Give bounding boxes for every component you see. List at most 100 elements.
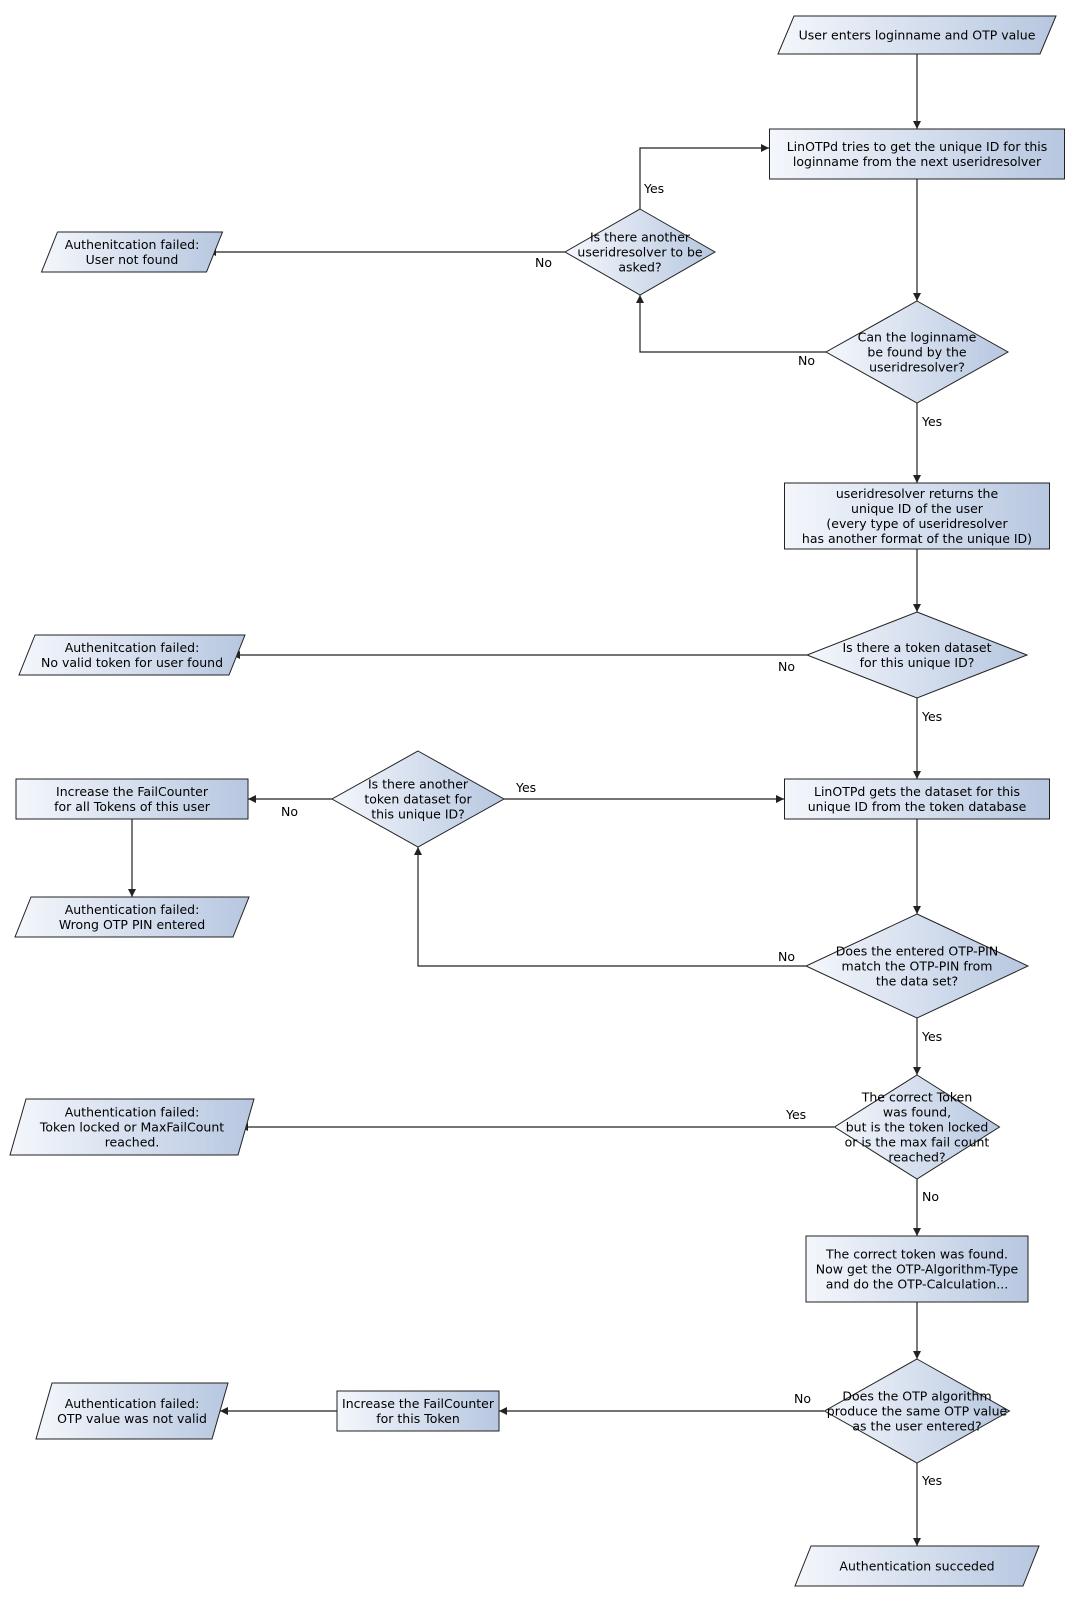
node-text-line: Authenitcation failed: — [65, 237, 200, 252]
node-text-line: Does the OTP algorithm — [842, 1389, 991, 1404]
parallelogram-shape — [18, 634, 246, 676]
node-text-line: User not found — [86, 252, 179, 267]
node-text-line: the data set? — [876, 974, 958, 989]
rect-shape — [784, 482, 1050, 550]
edge-found-by-resolver-to-resolver-returns: Yes — [913, 403, 942, 483]
node-text-line: Increase the FailCounter — [56, 784, 209, 799]
parallelogram-shape — [777, 15, 1057, 55]
edge-token-dataset-to-fail-no-token: No — [232, 651, 807, 674]
rect-shape — [15, 778, 249, 820]
edge-another-resolver-to-fail-user: No — [208, 248, 565, 270]
diamond-shape — [805, 611, 1029, 699]
node-text-line: Is there another — [590, 230, 691, 245]
edge-same-otp-to-inc-token: No — [499, 1391, 824, 1415]
edge-label: Yes — [921, 709, 942, 724]
node-text-line: Does the entered OTP-PIN — [836, 944, 998, 959]
node-fail-otp: Authentication failed:OTP value was not … — [35, 1382, 229, 1440]
connector-arrow — [636, 295, 826, 353]
diamond-shape — [330, 750, 506, 848]
node-text-line: reached. — [105, 1135, 160, 1150]
node-fail-no-token: Authenitcation failed:No valid token for… — [18, 634, 246, 676]
node-fail-locked: Authentication failed:Token locked or Ma… — [9, 1098, 255, 1156]
node-text-line: for this unique ID? — [860, 655, 975, 670]
node-text-line: useridresolver to be — [577, 245, 703, 260]
node-text-line: Authentication failed: — [65, 902, 200, 917]
diamond-shape — [824, 300, 1010, 404]
rect-shape — [784, 778, 1050, 820]
diamond-shape — [563, 208, 717, 296]
diamond-shape — [823, 1358, 1011, 1464]
node-get-uid: LinOTPd tries to get the unique ID for t… — [769, 128, 1065, 180]
edge-another-dataset-to-inc-all: No — [248, 795, 332, 819]
node-text-line: Token locked or MaxFailCount — [39, 1120, 224, 1135]
node-text-line: Is there another — [368, 777, 469, 792]
edge-label: Yes — [921, 1473, 942, 1488]
diamond-shape — [804, 913, 1030, 1019]
edge-label: No — [535, 255, 552, 270]
edge-label: Yes — [515, 780, 536, 795]
node-text-line: Authentication failed: — [65, 1105, 200, 1120]
parallelogram-shape — [35, 1382, 229, 1440]
node-text-line: OTP value was not valid — [57, 1411, 207, 1426]
node-text-line: useridresolver? — [869, 360, 965, 375]
node-text-line: The correct token was found. — [825, 1247, 1008, 1262]
parallelogram-shape — [14, 896, 250, 938]
node-text-line: Authentication succeded — [839, 1559, 994, 1574]
node-text-line: Now get the OTP-Algorithm-Type — [816, 1262, 1019, 1277]
node-text-line: or is the max fail count — [845, 1135, 990, 1150]
parallelogram-shape — [40, 231, 224, 273]
edge-label: No — [922, 1189, 939, 1204]
diamond-shape — [833, 1074, 1001, 1180]
rect-shape — [769, 128, 1065, 180]
edge-label: No — [794, 1391, 811, 1406]
parallelogram-shape — [9, 1098, 255, 1156]
edge-label: Yes — [643, 181, 664, 196]
node-text-line: LinOTPd tries to get the unique ID for t… — [787, 139, 1048, 154]
node-text-line: LinOTPd gets the dataset for this — [814, 784, 1020, 799]
connector-arrow — [414, 847, 806, 967]
node-text-line: this unique ID? — [371, 807, 465, 822]
node-text-line: for this Token — [376, 1411, 460, 1426]
rect-shape — [805, 1235, 1029, 1303]
node-text-line: No valid token for user found — [41, 655, 223, 670]
node-text-line: User enters loginname and OTP value — [799, 28, 1036, 43]
node-get-dataset: LinOTPd gets the dataset for thisunique … — [784, 778, 1050, 820]
connector-arrow — [639, 144, 769, 209]
edge-pin-match-to-locked: Yes — [913, 1018, 942, 1075]
node-text-line: be found by the — [867, 345, 967, 360]
edge-found-by-resolver-to-another-resolver: No — [636, 295, 826, 368]
node-text-line: token dataset for — [364, 792, 472, 807]
edge-label: Yes — [785, 1107, 806, 1122]
node-text-line: Is there a token dataset — [842, 640, 991, 655]
node-text-line: The correct Token — [861, 1090, 973, 1105]
node-text-line: produce the same OTP value — [827, 1404, 1008, 1419]
node-text-line: unique ID of the user — [851, 501, 984, 516]
node-text-line: Authentication failed: — [65, 1396, 200, 1411]
node-text-line: as the user entered? — [852, 1419, 981, 1434]
nodes-layer: User enters loginname and OTP valueLinOT… — [9, 15, 1065, 1587]
edge-label: No — [798, 353, 815, 368]
node-calc: The correct token was found.Now get the … — [805, 1235, 1029, 1303]
edge-label: Yes — [921, 1029, 942, 1044]
node-start: User enters loginname and OTP value — [777, 15, 1057, 55]
node-text-line: reached? — [888, 1150, 945, 1165]
edge-label: No — [281, 804, 298, 819]
edge-locked-to-calc: No — [913, 1179, 939, 1236]
rect-shape — [336, 1390, 500, 1432]
edge-another-resolver-to-get-uid: Yes — [639, 144, 769, 209]
node-text-line: for all Tokens of this user — [54, 799, 211, 814]
node-text-line: but is the token locked — [846, 1120, 989, 1135]
node-text-line: loginname from the next useridresolver — [793, 154, 1042, 169]
parallelogram-shape — [794, 1545, 1040, 1587]
node-text-line: useridresolver returns the — [836, 486, 999, 501]
